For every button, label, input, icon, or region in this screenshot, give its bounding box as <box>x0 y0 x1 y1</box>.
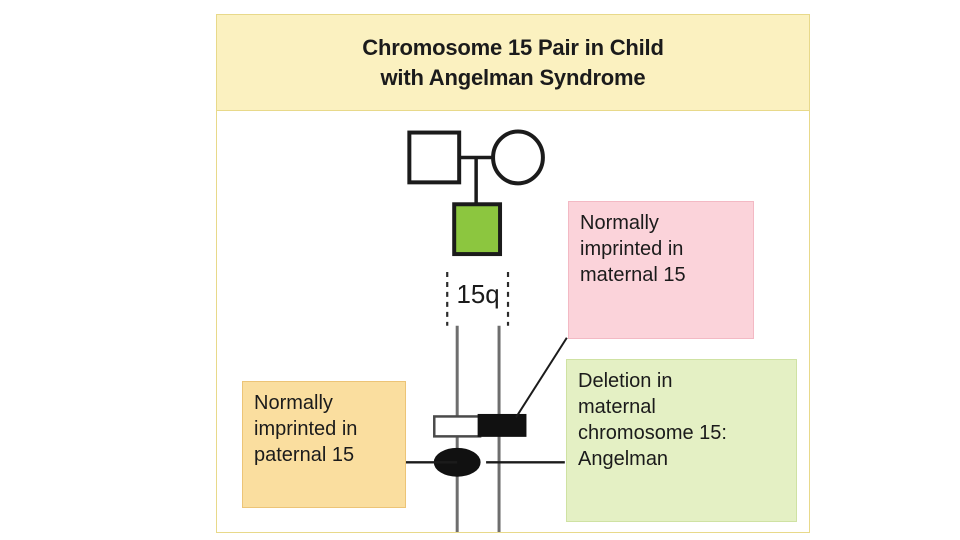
callout-deletion-line-1: Deletion in <box>578 370 673 392</box>
callout-paternal-imprint-line-3: paternal 15 <box>254 444 355 466</box>
leader-maternal-imprint <box>515 337 568 418</box>
paternal-band-open <box>433 415 482 438</box>
figure-title-line-1: Chromosome 15 Pair in Child <box>362 35 664 61</box>
figure-title-band: Chromosome 15 Pair in Child with Angelma… <box>217 15 809 111</box>
callout-paternal-imprint-line-1: Normally <box>254 392 333 414</box>
callout-paternal-imprint-line-2: imprinted in <box>254 418 358 440</box>
callout-maternal-imprint: Normally imprinted in maternal 15 <box>568 201 754 339</box>
callout-deletion-line-3: chromosome 15: <box>578 422 727 444</box>
figure-title: Chromosome 15 Pair in Child with Angelma… <box>362 33 664 91</box>
figure-frame: Chromosome 15 Pair in Child with Angelma… <box>216 14 810 533</box>
callout-maternal-imprint-line-2: imprinted in <box>580 238 684 260</box>
callout-deletion-line-2: maternal <box>578 396 656 418</box>
diagram-canvas: 15q <box>217 15 809 532</box>
callout-paternal-imprint: Normally imprinted in paternal 15 <box>242 381 406 508</box>
maternal-band-deleted <box>477 413 527 437</box>
figure-title-line-2: with Angelman Syndrome <box>380 64 646 90</box>
region-label-15q-text: 15q <box>457 281 500 309</box>
father-square <box>407 130 462 185</box>
mother-circle <box>491 129 545 186</box>
child-square-affected <box>452 202 503 257</box>
callout-deletion: Deletion in maternal chromosome 15: Ange… <box>566 359 797 522</box>
callout-deletion-line-4: Angelman <box>578 448 669 470</box>
callout-maternal-imprint-line-3: maternal 15 <box>580 264 686 286</box>
region-label-15q: 15q <box>457 281 500 309</box>
callout-maternal-imprint-line-1: Normally <box>580 212 659 234</box>
